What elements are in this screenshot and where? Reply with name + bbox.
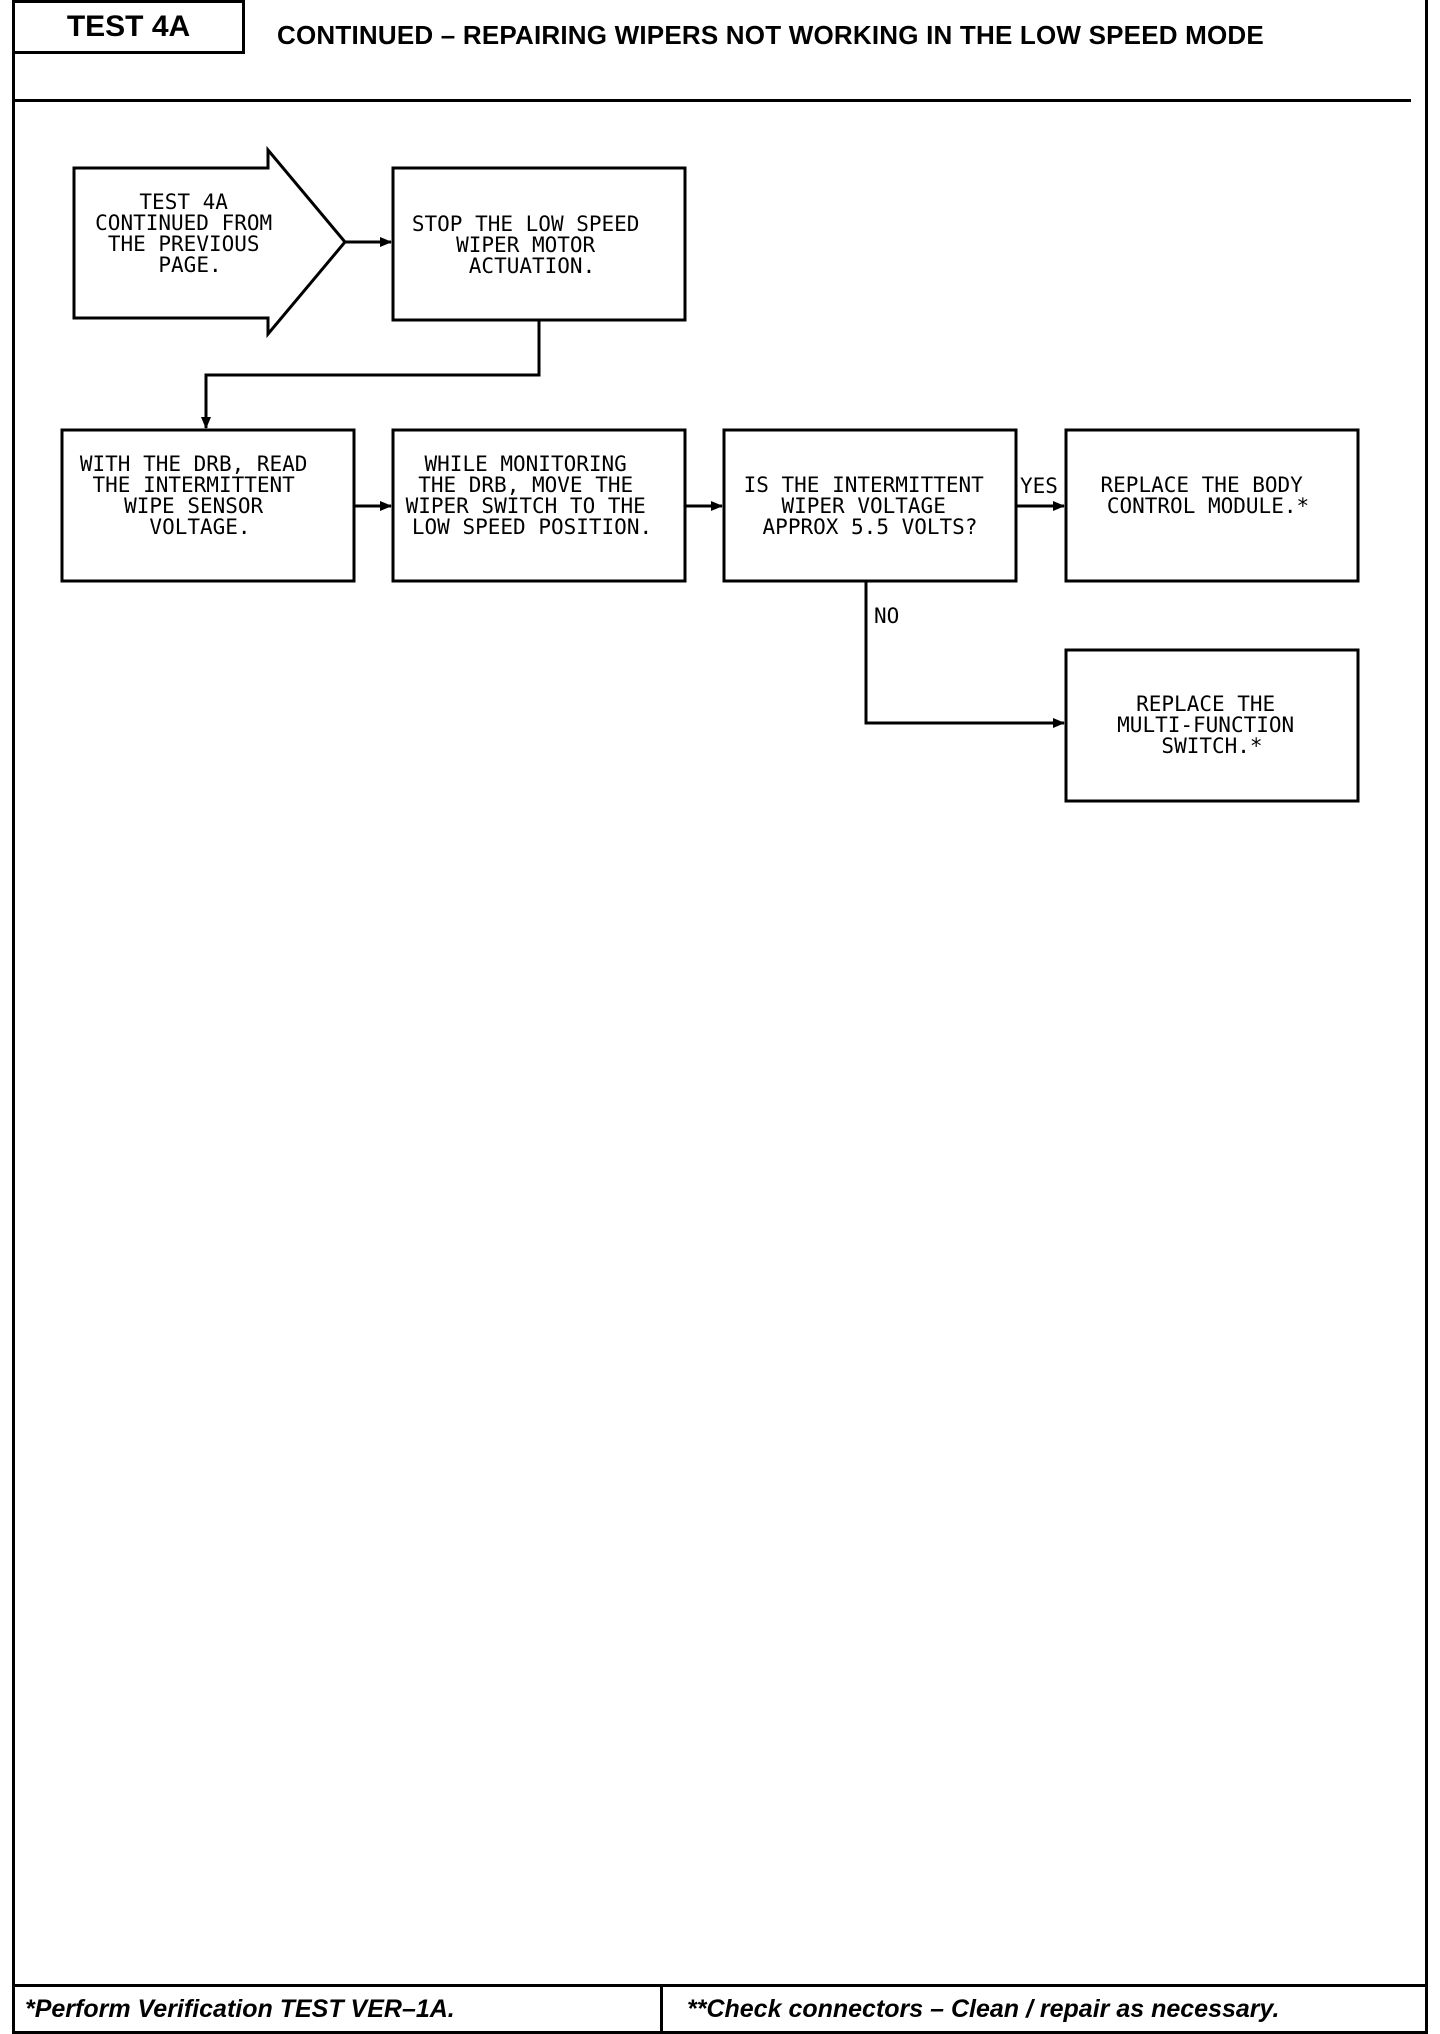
decision-text: IS THE INTERMITTENT WIPER VOLTAGE APPROX…	[744, 473, 997, 539]
start-text: TEST 4A CONTINUED FROM THE PREVIOUS PAGE…	[95, 190, 285, 277]
result-no-box	[1064, 648, 1360, 803]
start-arrow-shape	[72, 145, 347, 339]
no-label: NO	[874, 604, 899, 628]
footer-note-verification: *Perform Verification TEST VER–1A.	[25, 1994, 455, 2023]
connector-decision-no	[864, 581, 1065, 728]
footer: *Perform Verification TEST VER–1A. **Che…	[15, 1984, 1425, 2031]
result-yes-box	[1064, 428, 1360, 583]
yes-label: YES	[1020, 474, 1058, 498]
header-rule	[15, 99, 1411, 102]
footer-note-connectors: **Check connectors – Clean / repair as n…	[687, 1994, 1280, 2023]
page-frame: TEST 4A CONTINUED – REPAIRING WIPERS NOT…	[12, 0, 1428, 2034]
step-read-text: WITH THE DRB, READ THE INTERMITTENT WIPE…	[80, 452, 320, 539]
connector-stop-to-read	[201, 320, 541, 429]
result-yes-text: REPLACE THE BODY CONTROL MODULE.*	[1101, 473, 1316, 518]
step-move-text: WHILE MONITORING THE DRB, MOVE THE WIPER…	[406, 452, 659, 539]
page-title: CONTINUED – REPAIRING WIPERS NOT WORKING…	[277, 20, 1264, 50]
result-no-text: REPLACE THE MULTI-FUNCTION SWITCH.*	[1117, 692, 1307, 758]
step-stop-text: STOP THE LOW SPEED WIPER MOTOR ACTUATION…	[412, 212, 652, 278]
test-label: TEST 4A	[15, 0, 245, 54]
footer-divider	[660, 1987, 663, 2031]
